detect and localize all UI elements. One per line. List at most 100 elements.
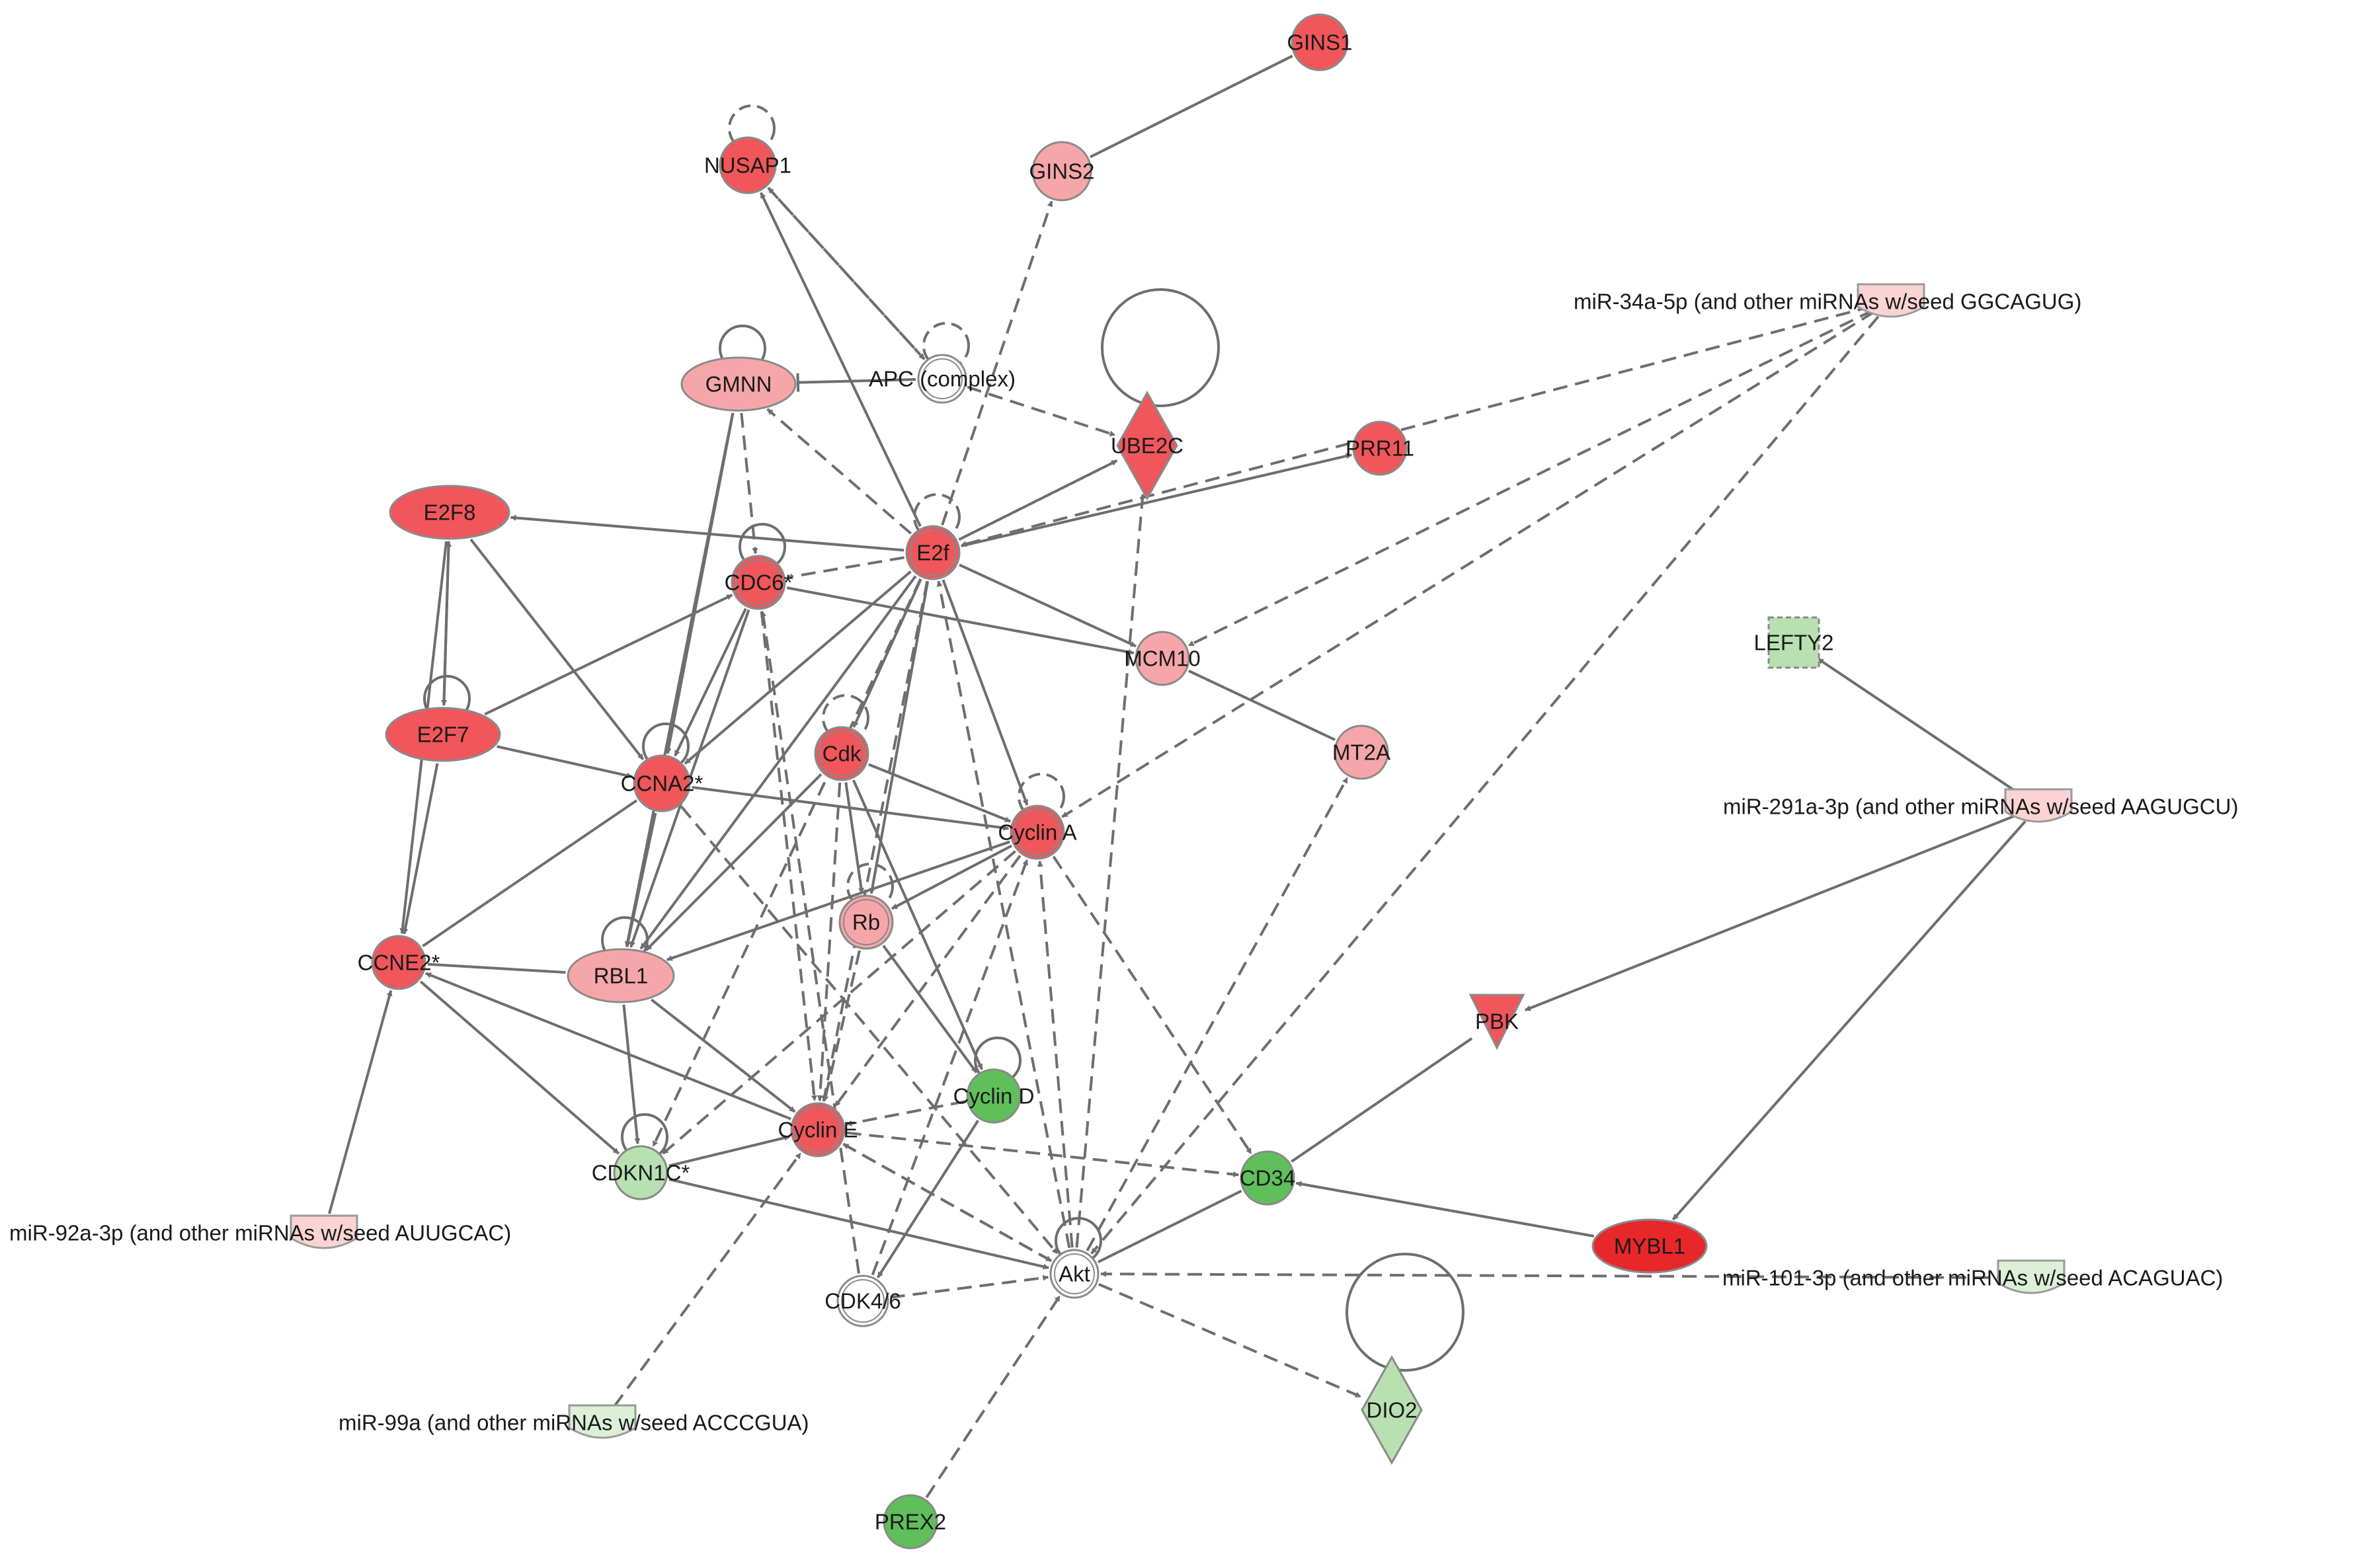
edge-miR99a-CyclinE bbox=[613, 1152, 802, 1408]
edge-GMNN-CDC6 bbox=[740, 412, 758, 555]
edge-CDK46-Akt bbox=[890, 1274, 1049, 1299]
node-shape-GINS2[interactable] bbox=[1031, 141, 1092, 202]
edge-miR291a-LEFTY2 bbox=[1817, 657, 2023, 797]
node-label-CDK46: CDK4/6 bbox=[824, 1289, 901, 1313]
node-shape-APC[interactable] bbox=[917, 354, 967, 404]
edge-GINS1-GINS2 bbox=[1090, 54, 1293, 159]
node-inner-ring-Rb bbox=[843, 899, 889, 945]
node-shape-PRR11[interactable] bbox=[1352, 420, 1408, 476]
node-shape-E2f[interactable] bbox=[905, 525, 961, 580]
node-shape-DIO2[interactable] bbox=[1361, 1354, 1423, 1466]
mirna-shape-miR99a[interactable] bbox=[568, 1404, 637, 1439]
node-CDC6[interactable]: CDC6* bbox=[725, 555, 793, 610]
edge-MYBL1-CD34 bbox=[1295, 1181, 1595, 1237]
node-shape-CCNA2[interactable] bbox=[633, 754, 691, 812]
mirna-miR34a[interactable]: miR-34a-5p (and other miRNAs w/seed GGCA… bbox=[1574, 283, 2081, 318]
node-shape-RBL1[interactable] bbox=[567, 948, 675, 1003]
node-shape-CD34[interactable] bbox=[1240, 1150, 1295, 1206]
node-CDK46[interactable]: CDK4/6 bbox=[824, 1274, 901, 1327]
node-CyclinE[interactable]: Cyclin E bbox=[778, 1102, 858, 1157]
node-GMNN[interactable]: GMNN bbox=[680, 356, 797, 412]
node-label-PBK: PBK bbox=[1475, 1009, 1519, 1034]
node-label-PREX2: PREX2 bbox=[875, 1510, 946, 1534]
edge-CDKN1C-Akt bbox=[668, 1178, 1049, 1270]
node-shape-E2F8[interactable] bbox=[389, 485, 510, 540]
node-E2F7[interactable]: E2F7 bbox=[385, 707, 501, 762]
node-shape-GINS1[interactable] bbox=[1291, 13, 1349, 71]
node-shape-CDC6[interactable] bbox=[731, 555, 786, 610]
edge-CDK46-CyclinA bbox=[871, 859, 1029, 1276]
node-shape-MCM10[interactable] bbox=[1135, 631, 1190, 686]
node-PREX2[interactable]: PREX2 bbox=[875, 1494, 946, 1549]
node-shape-Akt[interactable] bbox=[1049, 1249, 1100, 1299]
edge-miR291a-PBK bbox=[1524, 812, 2021, 1011]
node-label-CDKN1C: CDKN1C* bbox=[592, 1161, 690, 1185]
node-shape-Rb[interactable] bbox=[838, 894, 894, 950]
node-shape-NUSAP1[interactable] bbox=[719, 136, 777, 194]
edge-CyclinA-Rb bbox=[891, 844, 1012, 910]
node-Cdk[interactable]: Cdk bbox=[814, 726, 869, 781]
node-CyclinD[interactable]: Cyclin D bbox=[953, 1068, 1035, 1124]
node-shape-GMNN[interactable] bbox=[680, 356, 797, 412]
mirna-shape-miR101[interactable] bbox=[1997, 1259, 2066, 1294]
node-GINS1[interactable]: GINS1 bbox=[1287, 13, 1353, 71]
node-MCM10[interactable]: MCM10 bbox=[1124, 631, 1201, 686]
edge-CCNA2-Akt bbox=[680, 805, 1059, 1255]
edge-Cdk-CyclinE bbox=[817, 782, 842, 1101]
node-shape-PREX2[interactable] bbox=[883, 1494, 938, 1549]
node-GINS2[interactable]: GINS2 bbox=[1029, 141, 1095, 202]
edge-Akt-CyclinA bbox=[1037, 860, 1074, 1248]
mirna-miR291a[interactable]: miR-291a-3p (and other miRNAs w/seed AAG… bbox=[1723, 788, 2238, 823]
edge-E2F7-CCNA2 bbox=[496, 745, 633, 779]
node-shape-UBE2C[interactable] bbox=[1116, 390, 1178, 501]
node-PBK[interactable]: PBK bbox=[1468, 994, 1525, 1050]
node-MT2A[interactable]: MT2A bbox=[1332, 725, 1390, 780]
node-shape-E2F7[interactable] bbox=[385, 707, 501, 762]
node-E2f[interactable]: E2f bbox=[905, 525, 961, 580]
node-label-CyclinA: Cyclin A bbox=[998, 820, 1076, 845]
node-shape-Cdk[interactable] bbox=[814, 726, 869, 781]
node-shape-CDKN1C[interactable] bbox=[613, 1145, 668, 1200]
node-Akt[interactable]: Akt bbox=[1049, 1249, 1100, 1299]
mirna-shape-miR92a[interactable] bbox=[290, 1214, 358, 1249]
node-shape-LEFTY2[interactable] bbox=[1767, 616, 1820, 669]
node-E2F8[interactable]: E2F8 bbox=[389, 485, 510, 540]
node-PRR11[interactable]: PRR11 bbox=[1345, 420, 1414, 476]
node-shape-CCNE2[interactable] bbox=[371, 935, 426, 990]
mirna-shape-miR291a[interactable] bbox=[2004, 788, 2073, 823]
mirna-miR92a[interactable]: miR-92a-3p (and other miRNAs w/seed AUUG… bbox=[9, 1214, 511, 1249]
node-CCNE2[interactable]: CCNE2* bbox=[358, 935, 440, 990]
edge-Akt-CyclinE bbox=[842, 1142, 1053, 1263]
node-shape-CyclinE[interactable] bbox=[790, 1102, 846, 1157]
node-RBL1[interactable]: RBL1 bbox=[567, 948, 675, 1003]
node-Rb[interactable]: Rb bbox=[838, 894, 894, 950]
node-shape-PBK[interactable] bbox=[1468, 994, 1525, 1050]
node-CCNA2[interactable]: CCNA2* bbox=[621, 754, 703, 812]
node-label-Rb: Rb bbox=[852, 910, 880, 935]
self-loop-CyclinA bbox=[1018, 773, 1065, 820]
edge-miR291a-MYBL1 bbox=[1671, 820, 2026, 1221]
node-UBE2C[interactable]: UBE2C bbox=[1111, 390, 1184, 501]
edge-CyclinA-CDKN1C bbox=[662, 850, 1016, 1155]
node-shape-CDK46[interactable] bbox=[836, 1274, 889, 1327]
mirna-shape-miR34a[interactable] bbox=[1857, 283, 1925, 318]
node-DIO2[interactable]: DIO2 bbox=[1361, 1354, 1423, 1466]
node-label-GMNN: GMNN bbox=[705, 372, 772, 397]
node-MYBL1[interactable]: MYBL1 bbox=[1591, 1218, 1708, 1274]
node-LEFTY2[interactable]: LEFTY2 bbox=[1753, 616, 1834, 669]
node-APC[interactable]: APC (complex) bbox=[869, 354, 1016, 404]
node-shape-MT2A[interactable] bbox=[1334, 725, 1389, 780]
mirna-miR99a[interactable]: miR-99a (and other miRNAs w/seed ACCCGUA… bbox=[339, 1404, 809, 1439]
edge-E2f-UBE2C bbox=[958, 459, 1118, 541]
node-shape-CyclinA[interactable] bbox=[1010, 804, 1065, 860]
node-CDKN1C[interactable]: CDKN1C* bbox=[592, 1145, 690, 1200]
mirna-miR101[interactable]: miR-101-3p (and other miRNAs w/seed ACAG… bbox=[1722, 1259, 2223, 1294]
node-CD34[interactable]: CD34 bbox=[1240, 1150, 1295, 1206]
node-NUSAP1[interactable]: NUSAP1 bbox=[704, 136, 791, 194]
edge-GMNN-RBL1 bbox=[624, 412, 735, 948]
edge-CDC6-MCM10 bbox=[786, 586, 1135, 655]
node-shape-CyclinD[interactable] bbox=[966, 1068, 1022, 1124]
node-shape-MYBL1[interactable] bbox=[1591, 1218, 1708, 1274]
node-CyclinA[interactable]: Cyclin A bbox=[998, 804, 1077, 860]
mirna-label-miR92a: miR-92a-3p (and other miRNAs w/seed AUUG… bbox=[9, 1221, 511, 1245]
